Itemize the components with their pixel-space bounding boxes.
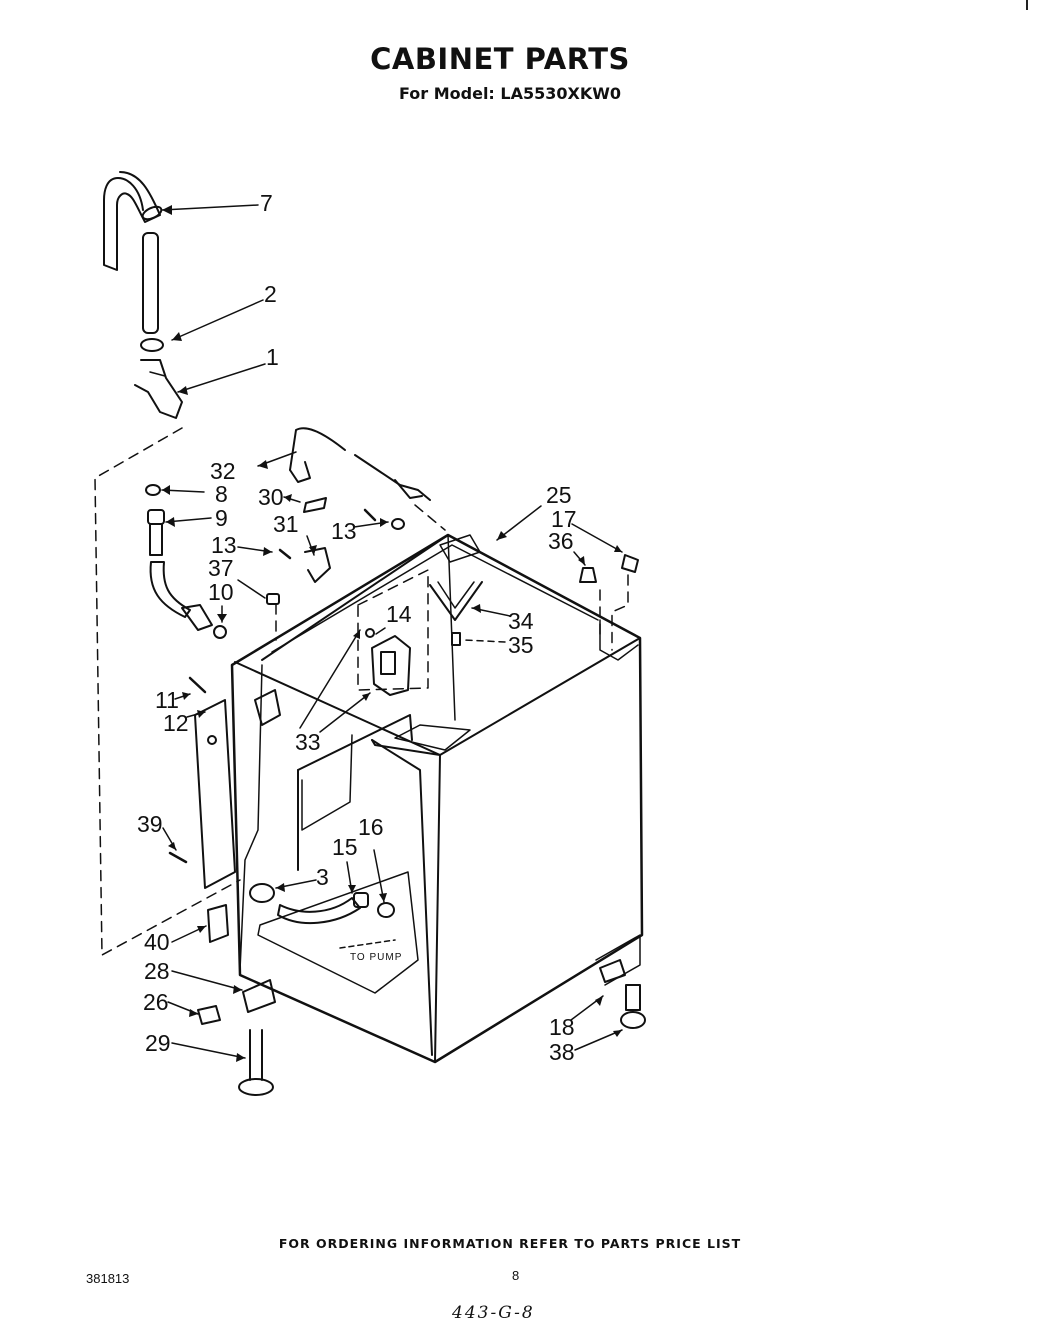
callout-9: 9 <box>215 505 228 531</box>
callout-28: 28 <box>144 958 170 984</box>
callout-25: 25 <box>546 482 572 508</box>
callout-16: 16 <box>358 814 384 840</box>
to-pump-note: TO PUMP <box>350 952 403 963</box>
leader-arrowheads <box>162 205 622 1062</box>
cabinet-body <box>230 533 644 1064</box>
callout-8: 8 <box>215 481 228 507</box>
callout-12: 12 <box>163 710 189 736</box>
callout-33: 33 <box>295 729 321 755</box>
callout-11: 11 <box>155 687 179 713</box>
callout-39: 39 <box>137 811 163 837</box>
callout-32: 32 <box>210 458 236 484</box>
reference-dashed-lines <box>94 427 629 956</box>
side-panel-parts <box>168 676 236 943</box>
page-title: CABINET PARTS <box>370 42 630 76</box>
callout-40: 40 <box>144 929 170 955</box>
callout-17: 17 <box>551 506 577 532</box>
fill-hose-assembly <box>103 171 183 419</box>
callout-7: 7 <box>260 190 273 216</box>
document-number: 381813 <box>86 1271 130 1286</box>
callout-1: 1 <box>266 344 279 370</box>
edge-mark <box>1026 0 1028 10</box>
callout-31: 31 <box>273 511 299 537</box>
callout-13-left: 13 <box>211 532 237 558</box>
callout-34: 34 <box>508 608 534 634</box>
handwritten-code: 443-G-8 <box>452 1303 535 1323</box>
callout-14: 14 <box>386 601 412 627</box>
callout-29: 29 <box>145 1030 171 1056</box>
lid-switch-parts <box>254 628 411 726</box>
callout-36: 36 <box>548 528 574 554</box>
model-subtitle: For Model: LA5530XKW0 <box>398 84 622 103</box>
leader-lines <box>161 204 623 1059</box>
callout-13-right: 13 <box>331 518 357 544</box>
page-number: 8 <box>512 1268 520 1283</box>
callout-15: 15 <box>332 834 358 860</box>
callout-2: 2 <box>264 281 277 307</box>
callout-30: 30 <box>258 484 284 510</box>
leveling-feet-parts <box>197 959 646 1096</box>
callout-35: 35 <box>508 632 534 658</box>
callout-38: 38 <box>549 1039 575 1065</box>
callout-37: 37 <box>208 555 234 581</box>
callout-3: 3 <box>316 864 329 890</box>
callout-26: 26 <box>143 989 169 1015</box>
wiring-harness <box>278 427 431 583</box>
callout-18: 18 <box>549 1014 575 1040</box>
pump-hose-parts <box>249 883 395 925</box>
drain-hose-assembly <box>145 484 227 639</box>
ordering-info-note: FOR ORDERING INFORMATION REFER TO PARTS … <box>278 1236 742 1251</box>
callout-10: 10 <box>208 579 234 605</box>
suspension-parts <box>266 554 639 646</box>
